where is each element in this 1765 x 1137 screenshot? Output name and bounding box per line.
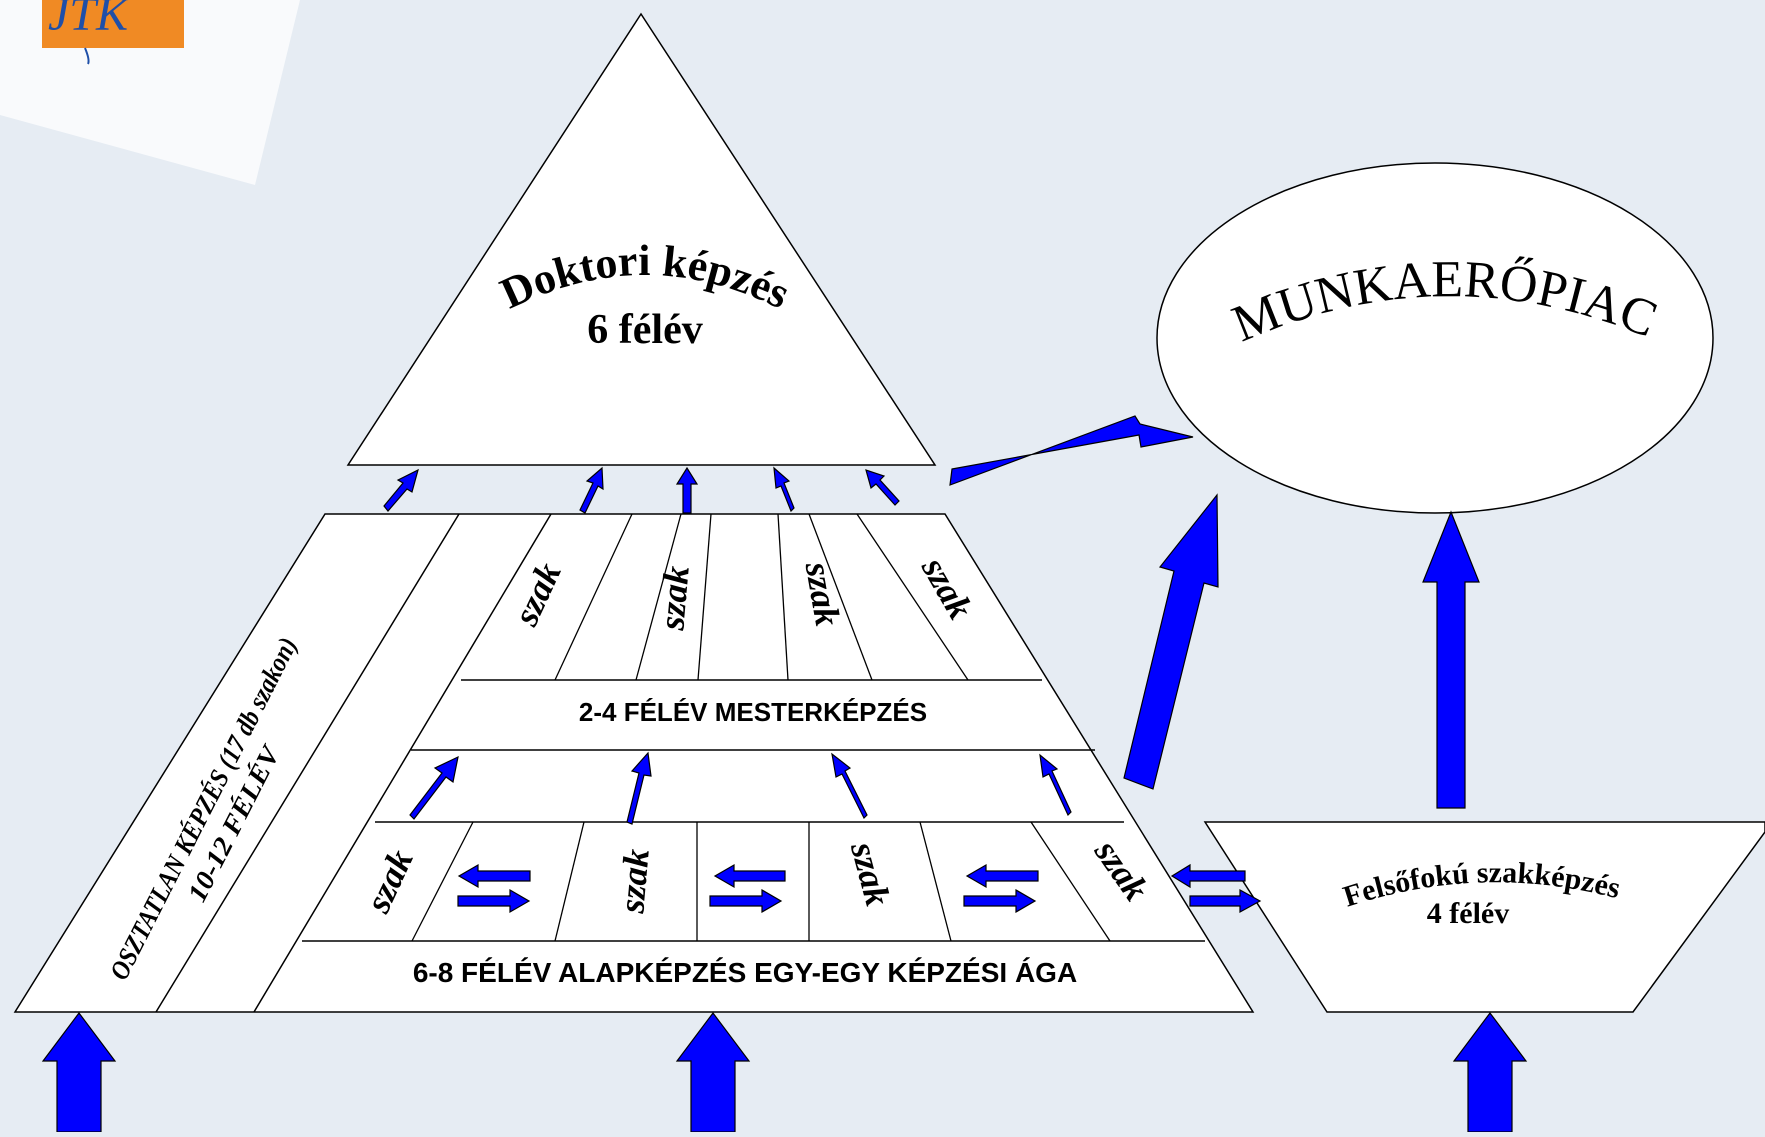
alap-columns	[411, 821, 1111, 942]
felsofoku-duration: 4 félév	[1427, 897, 1509, 930]
arrow-exchange-felsofoku-right	[1189, 888, 1262, 914]
mester-columns	[554, 513, 969, 681]
arrows	[41, 415, 1528, 1133]
logo-text: JTK	[48, 0, 131, 41]
mester-col-2	[635, 513, 682, 681]
arrow-up-doktori-2	[579, 466, 604, 514]
arrow-alap-mester-1	[409, 755, 459, 820]
doktori-duration: 6 félév	[587, 307, 702, 353]
mester-szak-2: szak	[651, 564, 697, 632]
mester-col-3	[697, 513, 712, 681]
arrow-exchange-1-right	[457, 888, 531, 914]
doktori-triangle	[346, 12, 937, 466]
arrow-exchange-3-right	[963, 888, 1037, 914]
arrow-up-doktori-5	[865, 469, 900, 506]
arrow-up-doktori-4	[773, 466, 795, 513]
arrow-up-doktori-1	[383, 468, 419, 512]
logo-plate	[42, 0, 184, 48]
arrow-exchange-1-left	[457, 863, 531, 889]
arrow-up-doktori-3	[675, 466, 699, 514]
arrow-exchange-2-right	[709, 888, 783, 914]
mester-col-1	[554, 513, 633, 681]
osztatlan-divider-inner	[253, 513, 552, 1013]
arrow-alap-mester-4	[1039, 753, 1072, 817]
arrow-felsofoku-munkaeropiac	[1422, 510, 1480, 809]
main-pyramid	[13, 513, 1255, 1013]
logo: JTK	[42, 0, 184, 65]
arrow-input-felsofoku	[1452, 1012, 1528, 1133]
alap-col-6	[1030, 821, 1111, 942]
alap-col-2	[554, 821, 585, 942]
felsofoku-trapezoid	[1203, 821, 1765, 1013]
alap-col-1	[411, 821, 474, 942]
arrow-alap-mester-2	[626, 751, 652, 825]
alapkepzes-label: 6-8 FÉLÉV ALAPKÉPZÉS EGY-EGY KÉPZÉSI ÁGA	[413, 957, 1077, 988]
mester-col-6	[856, 513, 969, 681]
mester-col-5	[808, 513, 873, 681]
arrow-mester-munkaeropiac	[1123, 493, 1219, 790]
arrow-input-osztatlan	[41, 1012, 117, 1133]
logo-mark	[84, 47, 90, 65]
arrow-exchange-2-left	[713, 863, 786, 889]
mester-col-4	[777, 513, 789, 681]
osztatlan-divider-outer	[155, 513, 460, 1013]
arrow-input-alap	[675, 1012, 751, 1133]
alap-szak-2: szak	[611, 847, 657, 915]
arrow-doktori-munkaeropiac	[949, 415, 1194, 486]
arrow-exchange-3-left	[965, 863, 1039, 889]
mesterkepzes-label: 2-4 FÉLÉV MESTERKÉPZÉS	[579, 697, 927, 727]
arrow-alap-mester-3	[831, 752, 868, 820]
alap-col-5	[919, 821, 952, 942]
arrow-exchange-felsofoku-left	[1170, 863, 1246, 889]
munkaeropiac-ellipse	[1156, 162, 1714, 514]
